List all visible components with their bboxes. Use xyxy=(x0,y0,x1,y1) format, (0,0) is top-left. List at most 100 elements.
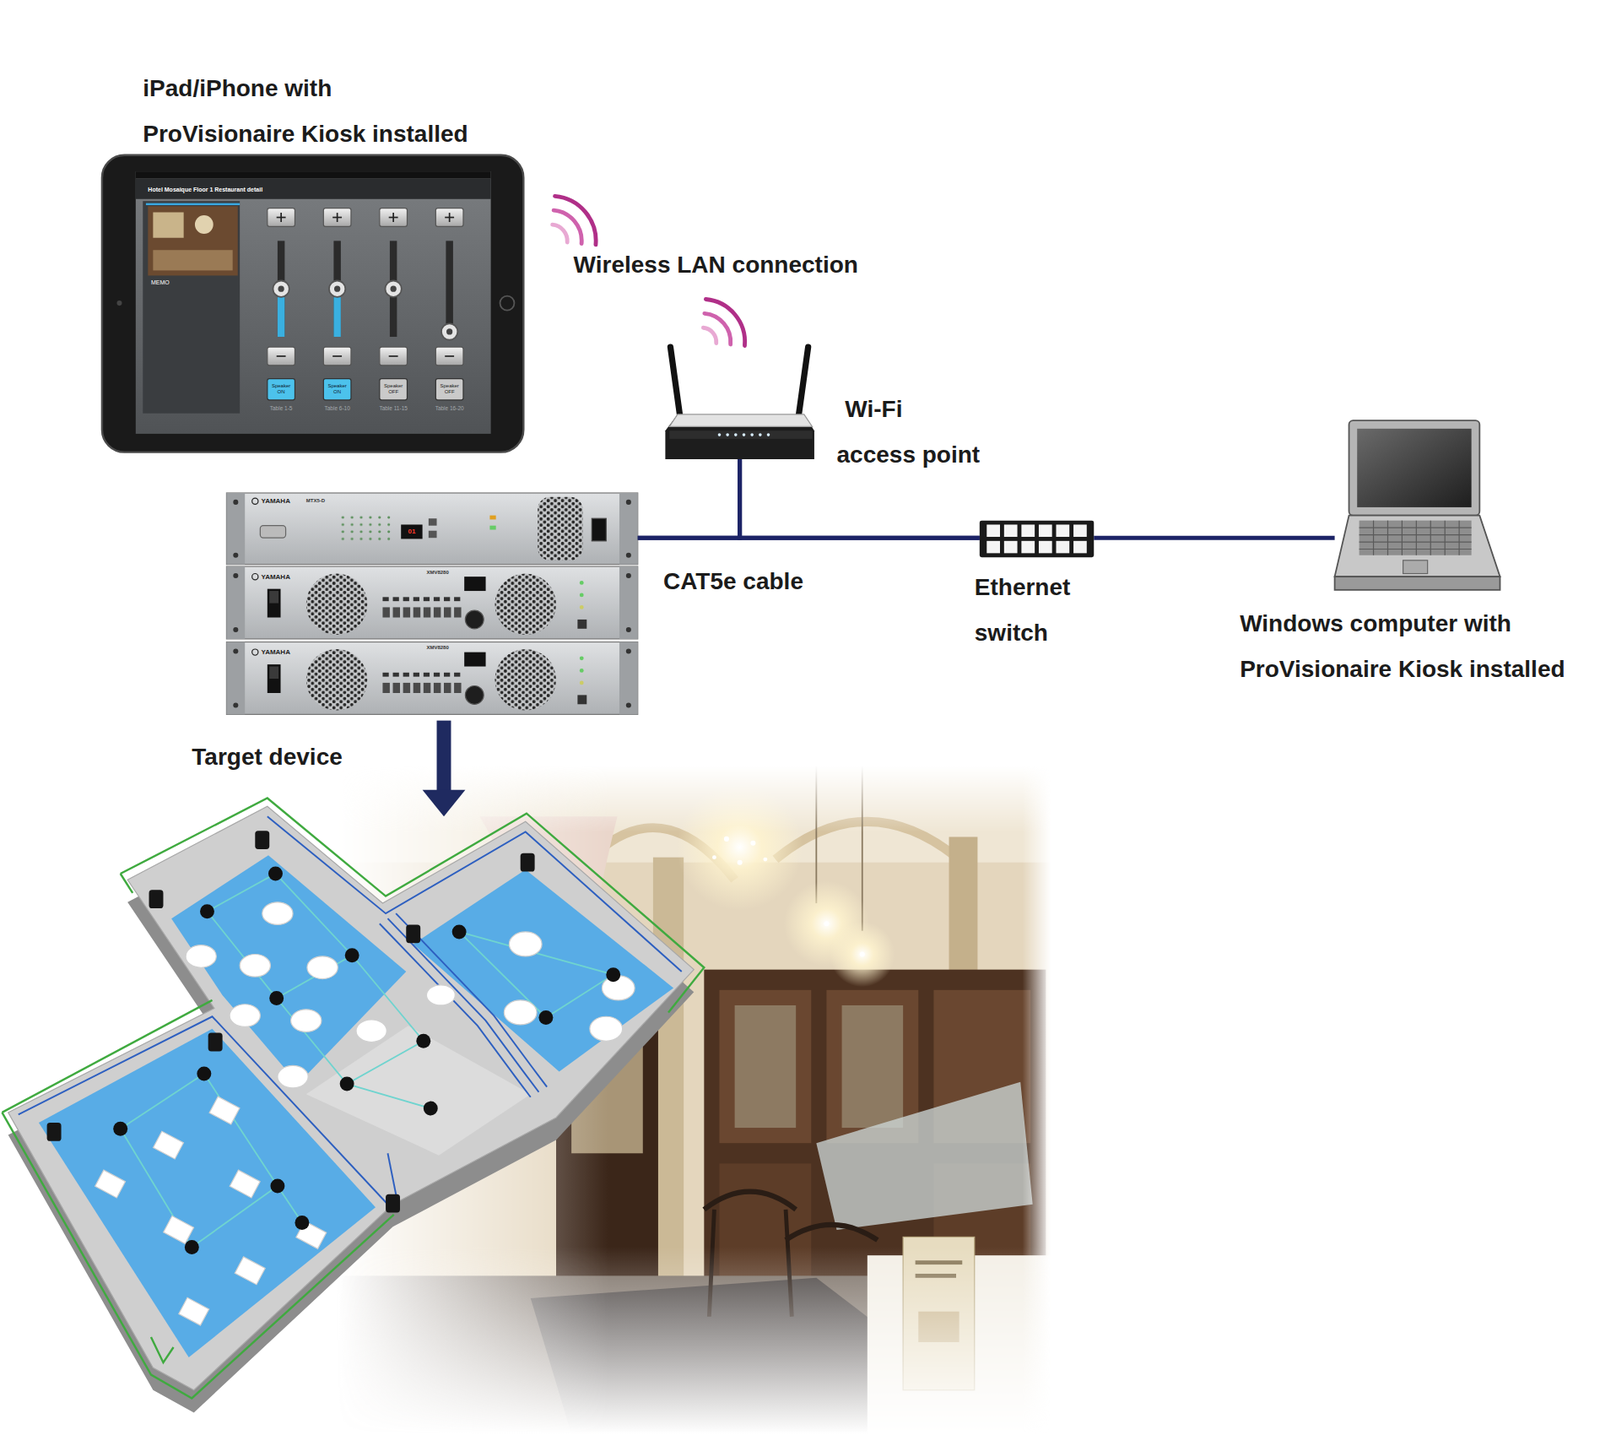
rack-units xyxy=(336,512,392,541)
speaker-button xyxy=(379,378,408,400)
restaurant-photo xyxy=(915,1273,957,1278)
model-name: XMV8280 xyxy=(426,644,449,651)
ceiling-speaker xyxy=(196,1066,211,1082)
ceiling-speaker xyxy=(268,866,283,882)
wireless-waves xyxy=(555,195,597,245)
label-holder: Table 16-20 xyxy=(435,405,465,411)
rack-units xyxy=(226,492,245,565)
brand-logo: YAMAHA xyxy=(261,648,291,656)
button-text: Speaker ON xyxy=(323,383,352,395)
cable-tray xyxy=(18,816,682,1204)
network-switch xyxy=(986,540,1000,554)
network-cable xyxy=(1093,535,1335,541)
wireless-waves xyxy=(704,313,731,345)
speaker-wiring xyxy=(120,873,614,1248)
label-holder: Table 11-15 xyxy=(378,405,408,411)
fader-knob xyxy=(272,281,458,341)
round-table xyxy=(291,1009,322,1033)
speaker-button xyxy=(267,378,296,400)
plus-minus-symbol xyxy=(389,355,399,357)
round-table xyxy=(229,1004,260,1028)
rack-units xyxy=(537,497,583,561)
round-table xyxy=(589,1016,623,1041)
router-led xyxy=(767,432,771,437)
label-holder: YAMAHA xyxy=(261,572,291,581)
ceiling-speaker xyxy=(452,924,467,939)
tablet xyxy=(135,178,492,200)
ceiling-speaker xyxy=(605,967,621,982)
rack-units xyxy=(626,499,632,505)
rack-device: Target device xyxy=(226,492,638,717)
laptop xyxy=(1416,520,1417,556)
laptop xyxy=(1335,420,1501,590)
laptop xyxy=(1459,520,1460,556)
fader-buttons xyxy=(379,346,408,366)
button-text: Speaker OFF xyxy=(379,383,408,395)
fader-knob xyxy=(441,323,458,340)
plus-minus-symbol xyxy=(448,212,451,222)
laptop xyxy=(1359,534,1472,536)
network-switch xyxy=(1021,524,1035,537)
laptop xyxy=(1359,527,1472,529)
screen-title: Hotel Mosaique Floor 1 Restaurant detail xyxy=(147,186,263,194)
speaker-cabinet xyxy=(47,1122,62,1141)
label-holder: YAMAHA xyxy=(261,648,291,656)
speaker-button xyxy=(435,378,464,400)
model-name: MTX5-D xyxy=(306,497,325,504)
rack-units xyxy=(259,525,286,539)
label-holder: Hotel Mosaique Floor 1 Restaurant detail xyxy=(147,186,263,194)
ceiling-speaker xyxy=(184,1239,200,1255)
plus-minus-symbol xyxy=(276,355,287,357)
speaker-wiring xyxy=(206,873,352,999)
round-table xyxy=(277,1064,309,1088)
target-arrow xyxy=(422,789,466,817)
ceiling-speaker xyxy=(270,1178,285,1194)
rack-units xyxy=(252,497,259,504)
rack-units xyxy=(232,552,238,558)
rack-units xyxy=(428,530,438,538)
label-holder: Speaker OFF xyxy=(379,383,408,395)
floor-plan xyxy=(306,1025,531,1156)
network-switch xyxy=(1021,540,1035,554)
plus-minus-symbol xyxy=(336,212,339,222)
speaker-cabinet xyxy=(47,830,536,1212)
restaurant-photo xyxy=(775,821,960,860)
tablet xyxy=(142,200,240,413)
laptop xyxy=(1359,548,1472,550)
fader-knob xyxy=(384,281,401,298)
square-table xyxy=(95,1096,327,1325)
fader-buttons xyxy=(435,346,464,366)
tablet xyxy=(145,203,240,206)
restaurant-photo xyxy=(915,1259,963,1265)
speaker-cabinet xyxy=(385,1194,400,1213)
laptop xyxy=(1335,515,1501,578)
target-arrow xyxy=(437,720,452,793)
laptop xyxy=(1359,520,1472,556)
rack-units xyxy=(591,518,606,541)
label-holder: MTX5-D xyxy=(306,497,325,504)
router-led xyxy=(758,432,763,437)
fader-buttons xyxy=(435,208,464,228)
square-table xyxy=(153,1130,184,1159)
green-outline xyxy=(120,798,705,1013)
laptop xyxy=(1335,576,1501,590)
network-switch xyxy=(1056,524,1071,537)
fader-track xyxy=(277,240,454,337)
network-switch xyxy=(1038,524,1053,537)
rack-units xyxy=(428,518,438,525)
laptop xyxy=(1359,520,1472,556)
tablet xyxy=(135,171,492,434)
speaker-wiring xyxy=(459,931,614,1018)
round-table xyxy=(185,902,635,1088)
tablet xyxy=(116,300,122,306)
plus-minus-symbol xyxy=(332,355,342,357)
restaurant-photo xyxy=(712,854,717,860)
caption-holder: iPad/iPhone with ProVisionaire Kiosk ins… xyxy=(142,65,479,157)
network-cable xyxy=(637,459,741,538)
round-table xyxy=(356,1019,387,1043)
speaker-cabinet xyxy=(405,924,421,943)
rack-units xyxy=(226,642,638,715)
network-switch xyxy=(1056,540,1071,554)
